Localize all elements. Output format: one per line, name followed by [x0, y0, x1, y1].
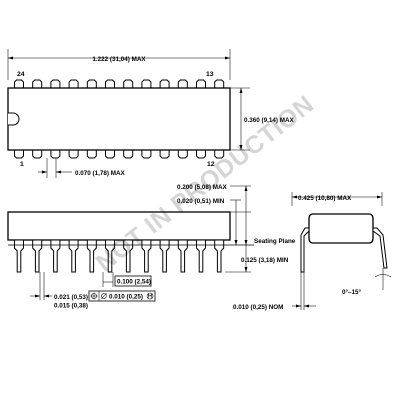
- end-lead-left: [300, 227, 310, 273]
- arrow-left: [292, 195, 297, 199]
- side-lead: [68, 239, 79, 273]
- side-lead: [196, 239, 206, 273]
- pin-width-max-label: 0.070 (1,78) MAX: [75, 170, 125, 177]
- top-pin: [50, 79, 61, 88]
- tolerance-label: 0.010 (0,25): [109, 294, 143, 301]
- top-pin: [214, 79, 225, 88]
- end-view: 0.425 (10,80) MAX 0°–15° 0.010 (0,25) NO…: [233, 192, 392, 311]
- arrow-up: [244, 186, 248, 191]
- arrow-up: [239, 88, 243, 93]
- side-lead: [86, 239, 97, 273]
- pin1-notch: [8, 112, 20, 126]
- pitch-label: 0.100 (2,54): [117, 279, 151, 286]
- top-pin: [177, 79, 188, 88]
- seating-plane-label: Seating Plane: [254, 238, 296, 245]
- arrow-right: [35, 294, 40, 298]
- pin-label-12: 12: [207, 161, 215, 168]
- package-body-top-view: [7, 87, 231, 151]
- top-pin-row: [14, 79, 225, 88]
- top-pin: [141, 79, 152, 88]
- side-lead: [32, 239, 43, 273]
- top-pin: [159, 79, 170, 88]
- max-material-condition-icon: [146, 292, 154, 300]
- diameter-icon: [101, 292, 107, 300]
- lead-angle-label: 0°–15°: [342, 288, 362, 296]
- arrow-right: [377, 195, 382, 199]
- arrow-right: [225, 56, 230, 60]
- top-view: 1.222 (31,04) MAX 24 13 1 12 0.360 (9,14…: [7, 49, 294, 178]
- arrow-down: [239, 145, 243, 150]
- pin-label-13: 13: [206, 71, 214, 78]
- top-pin: [32, 79, 43, 88]
- bottom-pin: [50, 150, 61, 159]
- bottom-pin: [123, 150, 134, 159]
- arrow-right: [42, 170, 47, 174]
- end-lead-right: [372, 227, 388, 269]
- side-lead-row: [14, 239, 225, 273]
- lead-thickness-label: 0.010 (0,25) NOM: [233, 304, 283, 311]
- bottom-pin: [68, 150, 79, 159]
- top-pin: [196, 79, 206, 88]
- length-max-label: 1.222 (31,04) MAX: [92, 56, 146, 63]
- side-lead: [50, 239, 61, 273]
- arrow-left: [8, 56, 13, 60]
- bottom-pin: [86, 150, 97, 159]
- bottom-pin: [32, 150, 43, 159]
- arrow-left: [56, 170, 61, 174]
- bottom-pin: [196, 150, 206, 159]
- top-pin: [105, 79, 115, 88]
- package-body-side-view: [7, 211, 231, 241]
- side-lead: [177, 239, 188, 273]
- pin-label-24: 24: [17, 71, 25, 78]
- lead-width-max-label: 0.021 (0,53): [54, 294, 88, 301]
- arrow-left: [44, 294, 49, 298]
- top-pin: [123, 79, 134, 88]
- side-lead: [159, 239, 170, 273]
- top-pin: [14, 79, 24, 88]
- arrow-down: [234, 240, 238, 245]
- side-lead: [105, 239, 115, 273]
- standoff-min-label: 0.020 (0,51) MIN: [177, 198, 225, 205]
- side-lead: [14, 239, 24, 273]
- bottom-pin: [159, 150, 170, 159]
- bottom-pin: [14, 150, 24, 159]
- pitch-box: [114, 275, 152, 287]
- position-tolerance-icon: [90, 292, 98, 300]
- top-pin: [86, 79, 97, 88]
- arrow-right: [296, 304, 301, 308]
- side-lead: [123, 239, 134, 273]
- lead-length-min-label: 0.125 (3,18) MIN: [241, 257, 289, 264]
- tolerance-frame: [88, 290, 156, 302]
- package-body-end-view: [308, 213, 374, 244]
- arrow-down: [244, 240, 248, 245]
- side-view: Seating Plane 0.200 (5,08) MAX 0.020 (0,…: [7, 184, 296, 310]
- bottom-pin-row: [14, 150, 225, 159]
- arrow-down: [244, 267, 248, 272]
- side-lead: [214, 239, 225, 273]
- arrow-left: [304, 304, 309, 308]
- top-pin: [68, 79, 79, 88]
- row-spacing-max-label: 0.425 (10,80) MAX: [298, 195, 352, 202]
- side-lead: [141, 239, 152, 273]
- width-max-label: 0.360 (9,14) MAX: [244, 117, 294, 124]
- pin-label-1: 1: [20, 161, 24, 168]
- lead-width-min-label: 0.015 (0,38): [54, 303, 88, 310]
- bottom-pin: [177, 150, 188, 159]
- bottom-pin: [105, 150, 115, 159]
- bottom-pin: [214, 150, 225, 159]
- bottom-pin: [141, 150, 152, 159]
- height-max-label: 0.200 (5,08) MAX: [177, 184, 227, 191]
